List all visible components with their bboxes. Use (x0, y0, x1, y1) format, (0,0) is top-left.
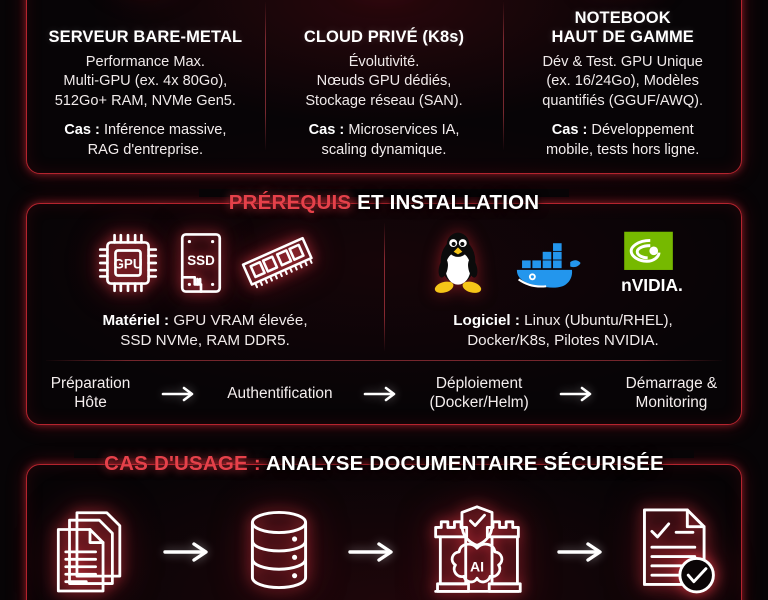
prerequisites-columns: GPU (26, 219, 742, 354)
usecase-title-highlight: CAS D'USAGE : (104, 452, 261, 475)
software-value: Linux (Ubuntu/RHEL), Docker/K8s, Pilotes… (467, 312, 673, 349)
hardware-icons: GPU (94, 219, 316, 311)
card-usecase: Cas : Inférence massive, RAG d'entrepris… (64, 121, 226, 160)
install-step: Authentification (227, 384, 333, 402)
ssd-drive-icon: SSD (176, 229, 226, 302)
card-usecase: Cas : Microservices IA, scaling dynamiqu… (309, 121, 460, 160)
docker-whale-logo (510, 236, 584, 295)
card-description: Performance Max. Multi-GPU (ex. 4x 80Go)… (54, 53, 236, 109)
software-text: Logiciel : Linux (Ubuntu/RHEL), Docker/K… (453, 311, 672, 351)
usecase-flow: AI (34, 492, 734, 600)
card-description: Dév & Test. GPU Unique (ex. 16/24Go), Mo… (542, 53, 704, 109)
validated-document-icon (637, 504, 719, 600)
software-label: Logiciel : (453, 312, 520, 329)
database-icon (242, 506, 316, 599)
card-title: NOTEBOOK HAUT DE GAMME (551, 9, 694, 46)
card-usecase-text: Développement mobile, tests hors ligne. (546, 122, 700, 158)
card-usecase-label: Cas : (308, 122, 345, 139)
usecase-title: CAS D'USAGE : ANALYSE DOCUMENTAIRE SÉCUR… (92, 452, 676, 476)
install-step: Déploiement (Docker/Helm) (429, 375, 529, 411)
arrow-right-icon (555, 539, 607, 565)
nvidia-wordmark: nVIDIA. (621, 274, 683, 294)
secure-ai-fortress-icon: AI (428, 503, 526, 600)
hardware-value: GPU VRAM élevée, SSD NVMe, RAM DDR5. (120, 312, 308, 349)
arrow-right-icon (558, 384, 596, 404)
card-title: CLOUD PRIVÉ (K8s) (303, 27, 465, 46)
hardware-label: Matériel : (102, 312, 170, 329)
card-description: Évolutivité. Nœuds GPU dédiés, Stockage … (305, 53, 463, 109)
install-steps: Préparation Hôte Authentification Déploi… (36, 366, 732, 422)
deployment-section: SERVEUR BARE-METAL Performance Max. Mult… (26, 0, 742, 174)
usecase-section: CAS D'USAGE : ANALYSE DOCUMENTAIRE SÉCUR… (26, 450, 742, 600)
deployment-cards: SERVEUR BARE-METAL Performance Max. Mult… (26, 0, 742, 174)
install-step: Préparation Hôte (50, 375, 131, 411)
ram-stick-icon (240, 232, 316, 299)
card-usecase-text: Microservices IA, scaling dynamique. (321, 122, 460, 158)
hardware-column: GPU (26, 219, 384, 354)
arrow-right-icon (160, 384, 198, 404)
hardware-text: Matériel : GPU VRAM élevée, SSD NVMe, RA… (102, 311, 307, 351)
arrow-right-icon (161, 539, 213, 565)
card-usecase: Cas : Développement mobile, tests hors l… (546, 121, 699, 160)
install-step: Démarrage & Monitoring (625, 375, 718, 411)
gpu-chip-icon: GPU (94, 229, 162, 302)
deployment-card-notebook[interactable]: NOTEBOOK HAUT DE GAMME Dév & Test. GPU U… (503, 0, 742, 174)
deployment-card-bare-metal[interactable]: SERVEUR BARE-METAL Performance Max. Mult… (26, 0, 265, 174)
prerequisites-section: PRÉREQUIS ET INSTALLATION (26, 189, 742, 425)
usecase-title-mask (74, 450, 694, 458)
card-title: SERVEUR BARE-METAL (48, 27, 243, 46)
nvidia-logo: nVIDIA. (610, 230, 694, 301)
usecase-title-rest: ANALYSE DOCUMENTAIRE SÉCURISÉE (260, 452, 664, 475)
gpu-chip-label: GPU (113, 256, 142, 271)
software-logos: nVIDIA. (432, 219, 694, 311)
prerequisites-title-mask (199, 189, 569, 197)
ai-badge-label: AI (470, 558, 484, 574)
card-usecase-label: Cas : (64, 122, 100, 139)
steps-divider (46, 360, 722, 361)
prerequisites-title-rest: ET INSTALLATION (351, 191, 540, 214)
card-usecase-text: Inférence massive, RAG d'entreprise. (87, 122, 227, 158)
software-column: nVIDIA. Logiciel : Linux (Ubuntu/RHEL), … (384, 219, 742, 354)
deployment-card-private-cloud[interactable]: CLOUD PRIVÉ (K8s) Évolutivité. Nœuds GPU… (264, 0, 504, 174)
prerequisites-title-highlight: PRÉREQUIS (228, 191, 352, 214)
arrow-right-icon (346, 539, 398, 565)
arrow-right-icon (362, 384, 400, 404)
card-usecase-label: Cas : (551, 122, 588, 139)
documents-stack-icon (49, 505, 131, 600)
prerequisites-title: PRÉREQUIS ET INSTALLATION (217, 191, 552, 215)
linux-tux-logo (432, 230, 484, 301)
ssd-drive-label: SSD (187, 252, 215, 267)
